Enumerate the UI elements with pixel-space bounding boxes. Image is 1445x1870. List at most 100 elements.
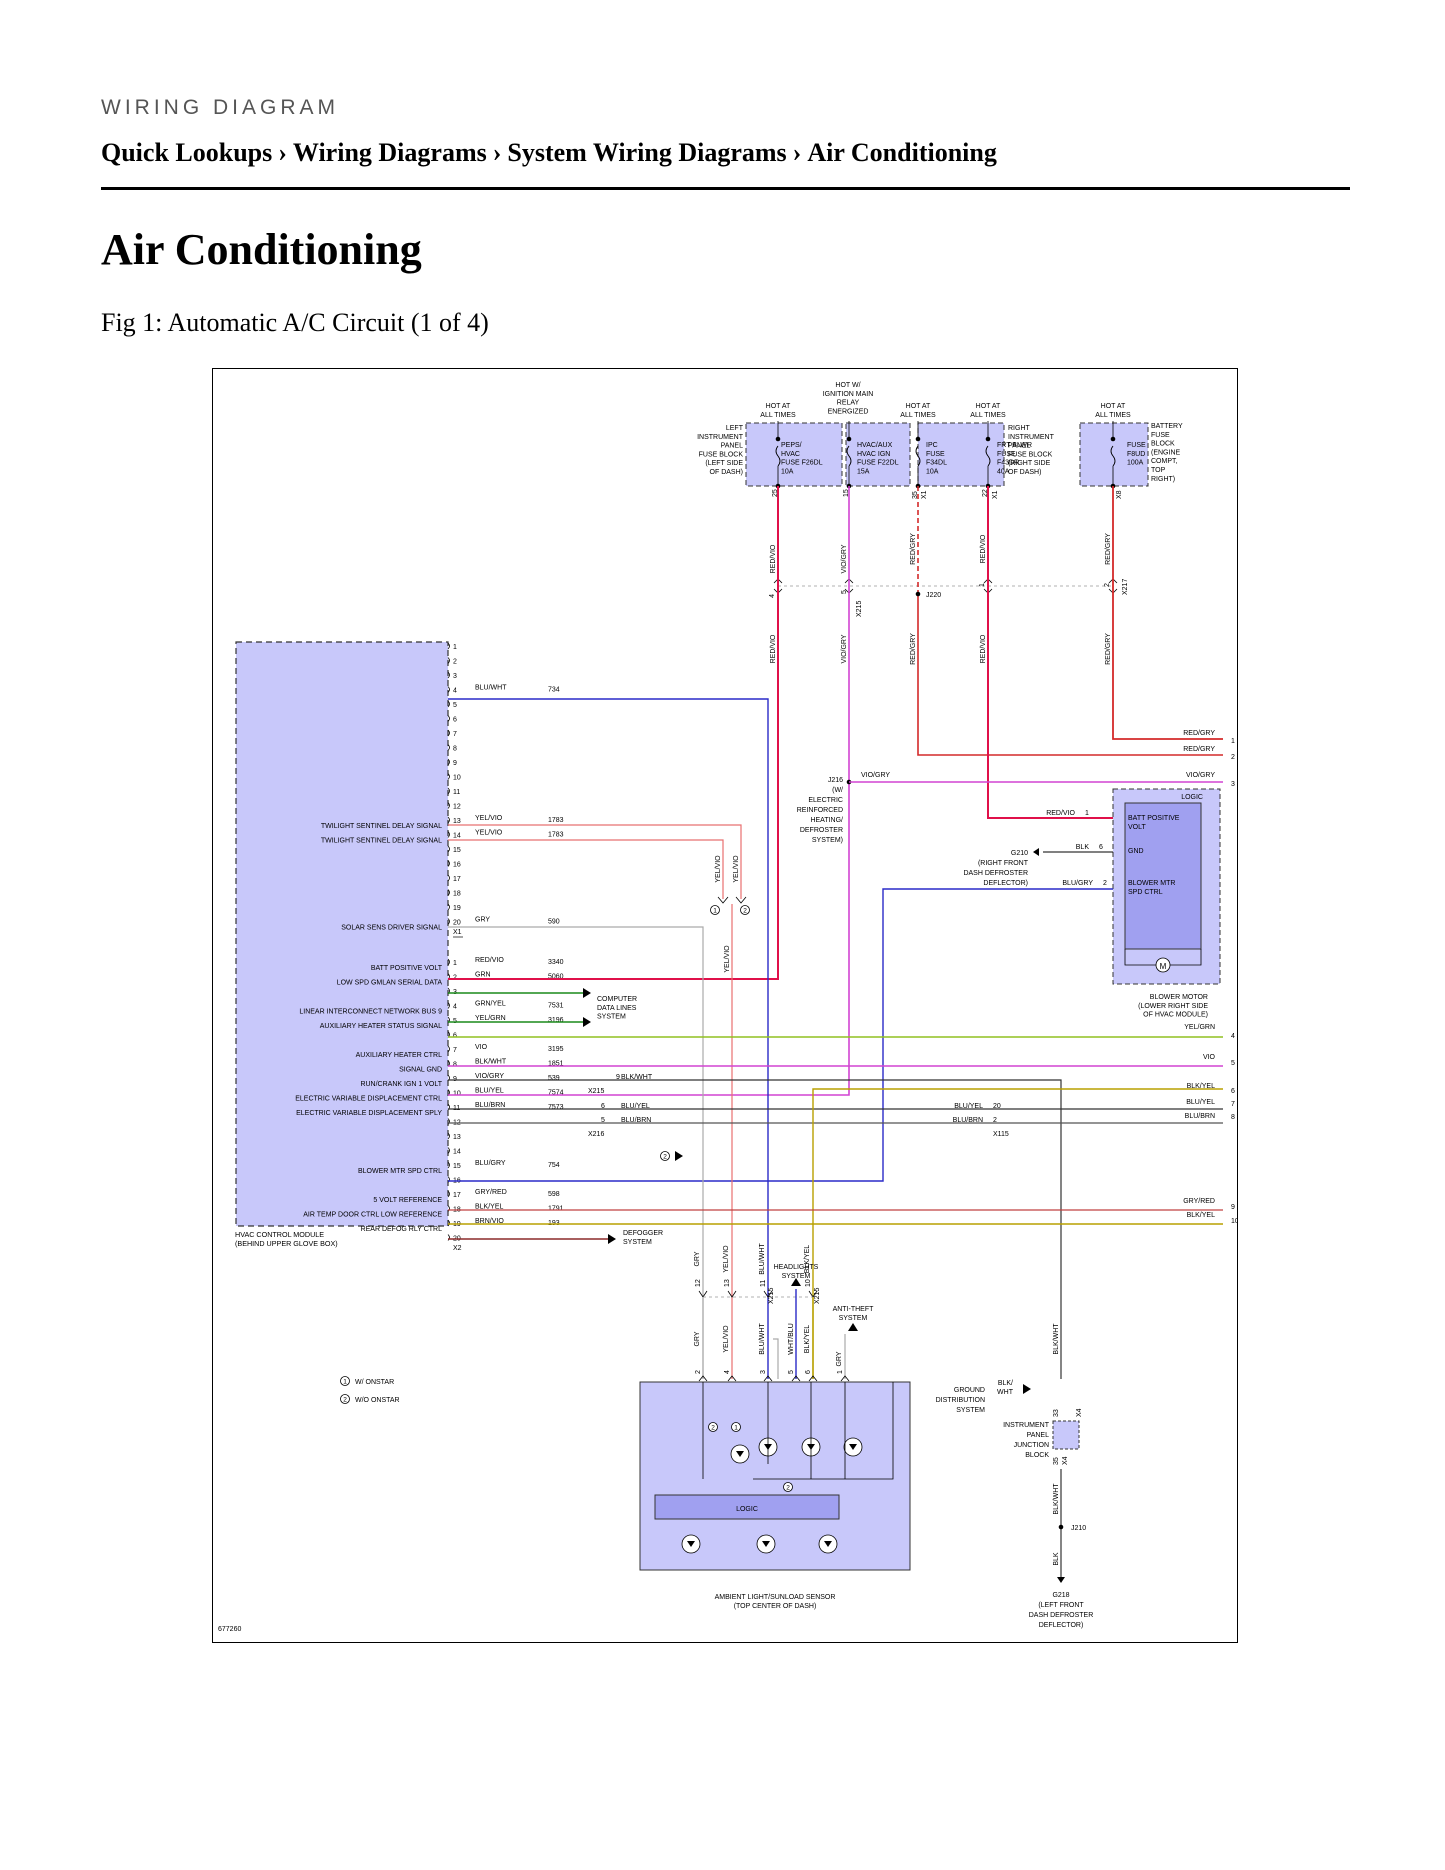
legend-without-onstar: W/O ONSTAR [355, 1397, 400, 1404]
fuse-f26dl-label: PEPS/ [781, 442, 802, 449]
x2-terminal [447, 958, 450, 966]
breadcrumb-item-air-conditioning[interactable]: Air Conditioning [807, 138, 997, 167]
wire-label-yel-vio: YEL/VIO [723, 1325, 730, 1353]
x2-wire-color-label: BLK/YEL [475, 1204, 504, 1211]
x1-terminal [447, 700, 450, 708]
hvac-control-module [235, 641, 449, 1227]
right-ip-fuse-block [917, 422, 1005, 487]
x2-pin-function-label: BLOWER MTR SPD CTRL [358, 1168, 442, 1175]
x215-pin: 11 [760, 1280, 767, 1287]
x2-terminal [447, 1147, 450, 1154]
x1-pin-number: 9 [453, 760, 457, 767]
x215-pin: 10 [805, 1279, 812, 1287]
photodiode-arrow [687, 1541, 695, 1547]
hot-at-all-times-label: HOT AT [1101, 403, 1126, 410]
x215-lower-terminal [763, 1290, 773, 1298]
x2-terminal [447, 1190, 450, 1198]
computer-data-lines-label: COMPUTER [597, 996, 637, 1003]
x1-wire-color-label: BLU/WHT [475, 685, 507, 692]
breadcrumb-item-system-wiring-diagrams[interactable]: System Wiring Diagrams [507, 138, 787, 167]
blower-pin-1: 1 [1085, 810, 1089, 817]
document-kicker: WIRING DIAGRAM [101, 96, 339, 119]
x1-pin-number: 13 [453, 818, 461, 825]
hot-at-all-times-label: ALL TIMES [1095, 412, 1131, 419]
connector-x1-label: X1 [992, 490, 999, 499]
sensor-pin-number: 6 [805, 1370, 812, 1374]
fuse-f26dl-label: HVAC [781, 451, 800, 458]
photodiode-arrow [824, 1541, 832, 1547]
ipjb-label: JUNCTION [1014, 1442, 1049, 1449]
option-2-marker-number: 2 [786, 1485, 790, 1492]
g218-label: DASH DEFROSTER [1029, 1612, 1094, 1619]
x1-terminal [447, 715, 450, 722]
right-ip-fuse-block-label: PANEL [1008, 443, 1031, 450]
x1-pin-number: 7 [453, 731, 457, 738]
right-edge-pin-number: 9 [1231, 1204, 1235, 1211]
option-2-arrow [675, 1151, 683, 1161]
wire-label-blk-yel: BLK/YEL [804, 1325, 811, 1354]
blower-motor-name: BLOWER MOTOR [1150, 994, 1208, 1001]
x2-wire-color-label: BRN/VIO [475, 1218, 504, 1225]
hot-at-all-times-label: ALL TIMES [970, 412, 1006, 419]
wire-label-blu-brn: BLU/BRN [953, 1117, 983, 1124]
fuse-pin-number: 15 [843, 489, 850, 497]
hvac-module-name: (BEHIND UPPER GLOVE BOX) [235, 1239, 338, 1248]
x1-pin-number: 2 [453, 659, 457, 666]
sensor-terminal [808, 1375, 818, 1382]
x2-terminal [447, 1118, 450, 1125]
photodiode-arrow [736, 1451, 744, 1457]
x215-pin: 12 [695, 1279, 702, 1287]
fuse-f43dr-label: FRT BLWR [997, 442, 1032, 449]
x2-circuit-number: 3195 [548, 1046, 564, 1053]
wire-gry-antitheft [773, 1338, 779, 1379]
wire-label-blk: BLK [1076, 844, 1090, 851]
x1-wire-color-label: YEL/VIO [475, 815, 503, 822]
wire-label-blu-yel: BLU/YEL [621, 1103, 650, 1110]
x2-pin-number: 15 [453, 1163, 461, 1170]
x2-pin-number: 8 [453, 1062, 457, 1069]
blower-pin-2: 2 [1103, 880, 1107, 887]
ipjb-pin: 33 [1053, 1409, 1060, 1417]
battery-fuse-block-label: (ENGINE [1151, 449, 1181, 456]
x2-pin-function-label: BATT POSITIVE VOLT [371, 965, 443, 972]
option-1-marker-number: 1 [734, 1425, 738, 1432]
fuse-pin-number: 35 [912, 491, 919, 499]
hot-at-all-times-label: ALL TIMES [900, 412, 936, 419]
wire-label-wht-blu: WHT/BLU [788, 1323, 795, 1355]
x115-pin: 2 [993, 1117, 997, 1124]
x4-connector-label: X4 [1076, 1408, 1083, 1417]
x1-circuit-number: 1783 [548, 817, 564, 824]
headlights-system-label: HEADLIGHTS [774, 1264, 819, 1271]
breadcrumb-item-quick-lookups[interactable]: Quick Lookups [101, 138, 273, 167]
x1-wire-color-label: YEL/VIO [475, 830, 503, 837]
wire-blu-gry-blower-spd [448, 888, 1113, 1182]
wire-yel-vio-1783 [448, 824, 742, 899]
breadcrumb-item-wiring-diagrams[interactable]: Wiring Diagrams [292, 138, 487, 167]
hot-at-all-times-label: ALL TIMES [760, 412, 796, 419]
x2-pin-number: 10 [453, 1091, 461, 1098]
j216-label: HEATING/ [810, 817, 843, 824]
x2-pin-number: 17 [453, 1192, 461, 1199]
x215-connector-label: X215 [768, 1288, 775, 1304]
j216-label: (W/ [832, 787, 843, 794]
x2-terminal [447, 1234, 450, 1241]
right-edge-pin-number: 1 [1231, 738, 1235, 745]
x1-circuit-number: 590 [548, 919, 560, 926]
x2-pin-number: 6 [453, 1033, 457, 1040]
wire-label-blu-gry: BLU/GRY [1062, 880, 1093, 887]
x1-pin-number: 1 [453, 644, 457, 651]
wire-red-gry-ipc [917, 594, 1223, 756]
x1-wire-color-label: GRY [475, 917, 490, 924]
photodiode-arrow [762, 1541, 770, 1547]
blower-gnd-label: GND [1128, 848, 1144, 855]
j216-label: J216 [828, 777, 843, 784]
fuse-f34dl-label: IPC [926, 442, 938, 449]
x1-pin-number: 16 [453, 862, 461, 869]
fuse-f8ud-label: 100A [1127, 460, 1144, 467]
x2-pin-function-label: LOW SPD GMLAN SERIAL DATA [337, 980, 443, 987]
g218-ground-symbol [1057, 1577, 1065, 1583]
hot-with-ignition-label: ENERGIZED [828, 408, 869, 415]
left-ip-fuse-block-b [845, 422, 911, 487]
sensor-pin-number: 2 [695, 1370, 702, 1374]
x217-pin: 1 [979, 583, 986, 587]
